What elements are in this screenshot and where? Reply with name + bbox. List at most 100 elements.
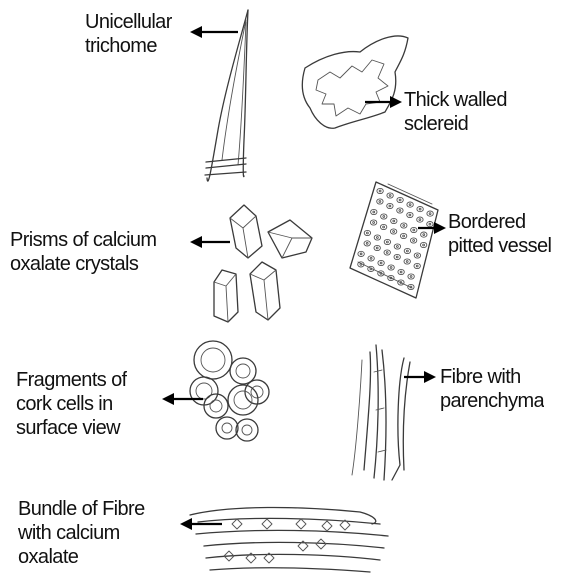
vessel-pit-aperture [386,252,388,254]
vessel-pit [374,235,380,240]
vessel-pit [388,265,394,270]
label-line: surface view [16,416,127,440]
vessel-pit [421,232,427,237]
vessel-pit [380,224,386,229]
vessel-pit-aperture [393,220,395,222]
vessel-pit-aperture [370,268,372,270]
label-line: oxalate crystals [10,252,157,276]
vessel-pit-aperture [423,234,425,236]
label-line: Bordered [448,210,573,234]
vessel-pit [417,217,423,222]
prisms-drawing [214,205,312,322]
vessel-pit-aperture [370,258,372,260]
vessel-pit-aperture [389,205,391,207]
label-line: parenchyma [440,389,544,412]
vessel-pit-aperture [429,213,431,215]
vessel-pit [420,242,426,247]
vessel-drawing [350,182,438,298]
vessel-pit-aperture [400,271,402,273]
vessel-pit [410,238,416,243]
label-line: sclereid [404,112,507,134]
vessel-pit-aperture [413,240,415,242]
vessel-pit-aperture [360,264,362,266]
vessel-pit-aperture [387,241,389,243]
label-bordered-pitted-vessel: Bordered pitted vessel [448,210,573,258]
vessel-pit [378,260,384,265]
vessel-pit [404,259,410,264]
vessel-pit [384,250,390,255]
vessel-pit [400,233,406,238]
vessel-pit-aperture [409,204,411,206]
cork-cells-drawing [190,341,269,441]
vessel-pit-aperture [393,231,395,233]
vessel-pit-aperture [409,214,411,216]
label-bundle-of-fibre: Bundle of Fibre with calcium oxalate [18,497,145,583]
vessel-pit [408,274,414,279]
vessel-pit [370,220,376,225]
label-line: Fragments of [16,368,127,392]
label-thick-walled-sclereid: Thick walled sclereid [404,88,507,134]
trichome-drawing [205,10,248,181]
label-line: Fibre with [440,365,544,389]
vessel-pit-aperture [397,246,399,248]
vessel-pit-aperture [376,247,378,249]
vessel-pit [411,227,417,232]
vessel-pit-aperture [399,199,401,201]
vessel-pit-aperture [396,256,398,258]
vessel-pit [404,248,410,253]
arrow-prisms [190,236,230,248]
sclereid-drawing [302,36,408,128]
vessel-pit-aperture [403,225,405,227]
vessel-pit-aperture [380,262,382,264]
vessel-pit-aperture [429,223,431,225]
vessel-pit-aperture [390,267,392,269]
vessel-pit-aperture [373,211,375,213]
vessel-pit [384,239,390,244]
fibre-bundle-drawing [190,507,388,572]
vessel-pit-aperture [366,243,368,245]
label-fibre-with-parenchyma: Fibre with parenchyma [440,365,544,412]
vessel-pit [414,263,420,268]
vessel-pit [364,230,370,235]
vessel-pit-aperture [416,265,418,267]
vessel-pit-aperture [407,250,409,252]
vessel-pit-aperture [383,216,385,218]
vessel-pit [407,202,413,207]
label-line: Bundle of Fibre [18,497,145,521]
vessel-pit [414,253,420,258]
vessel-pit-aperture [413,229,415,231]
arrow-trichome [190,26,238,38]
vessel-pit [381,214,387,219]
vessel-pit-aperture [360,253,362,255]
vessel-pit [377,188,383,193]
label-line: oxalate [18,545,145,569]
vessel-pit [374,245,380,250]
vessel-pit [377,199,383,204]
label-line: trichome [85,34,172,57]
vessel-pit [427,211,433,216]
vessel-pit [390,229,396,234]
vessel-pit-aperture [389,195,391,197]
vessel-pit [417,207,423,212]
vessel-pit [387,193,393,198]
vessel-pit-aperture [399,210,401,212]
vessel-pit [371,209,377,214]
label-unicellular-trichome: Unicellular trichome [85,10,172,57]
label-line: Thick walled [404,88,507,112]
label-line: pitted vessel [448,234,573,258]
vessel-pit-aperture [419,219,421,221]
label-line: with calcium [18,521,145,545]
vessel-pit [387,203,393,208]
vessel-pit-aperture [406,261,408,263]
vessel-pit-aperture [383,226,385,228]
vessel-pit [391,218,397,223]
arrow-sclereid [365,96,402,108]
vessel-pit-aperture [423,244,425,246]
vessel-pit [368,256,374,261]
vessel-pit [397,197,403,202]
vessel-pit-aperture [373,222,375,224]
vessel-pit [398,269,404,274]
vessel-pit [397,208,403,213]
fibre-parenchyma-drawing [352,345,410,480]
